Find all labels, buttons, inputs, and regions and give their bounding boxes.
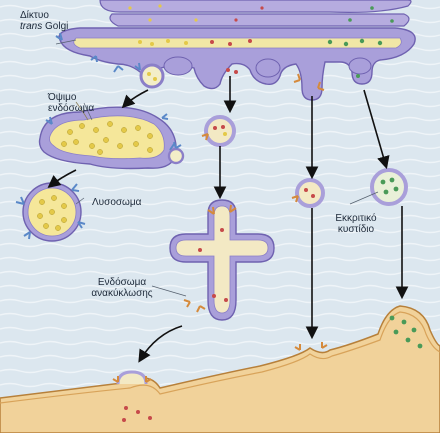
recycling-endosome-label-line1: Ενδόσωμα <box>97 277 147 288</box>
arrow-endosome-to-lysosome <box>47 169 77 188</box>
trans-golgi-label-line1: Δίκτυο <box>20 10 49 21</box>
trans-golgi-network <box>55 0 416 101</box>
recycling-endosome-label: Ενδόσωμα ανακύκλωσης <box>82 277 162 299</box>
arrow-golgi-to-endosome <box>121 89 149 109</box>
arrow-golgi-to-secretory <box>363 89 390 170</box>
recycling-endosome <box>169 199 275 321</box>
vesicle-to-endosome <box>134 62 165 89</box>
secretory-vesicle <box>370 168 408 206</box>
plasma-membrane <box>0 305 440 433</box>
late-endosome-label-line2: ενδόσωμα <box>48 103 95 114</box>
late-endosome-label-line1: Όψιμο <box>48 92 77 103</box>
transport-arrows <box>47 76 409 363</box>
lysosome <box>15 182 86 242</box>
secretory-vesicle-label: Εκκριτικό κυστίδιο <box>322 213 390 235</box>
secretory-vesicle-label-line1: Εκκριτικό <box>335 213 377 224</box>
lysosome-label: Λυσοσωμα <box>92 197 142 208</box>
trans-golgi-label: Δίκτυο trans Golgi <box>20 10 68 32</box>
vesicle-red-pathway <box>201 115 236 147</box>
label-leaders <box>55 39 379 297</box>
trans-golgi-label-rest: Golgi <box>42 21 69 32</box>
late-endosome-label: Όψιμο ενδόσωμα <box>48 92 94 114</box>
trans-golgi-label-line2: trans Golgi <box>20 21 68 32</box>
vesicle-constitutive <box>291 178 325 208</box>
recycling-endosome-label-line2: ανακύκλωσης <box>91 288 153 299</box>
late-endosome <box>38 101 185 170</box>
arrow-recycling-to-membrane <box>138 325 183 363</box>
secretory-vesicle-label-line2: κυστίδιο <box>337 224 375 235</box>
trans-golgi-label-italic: trans <box>20 21 43 32</box>
